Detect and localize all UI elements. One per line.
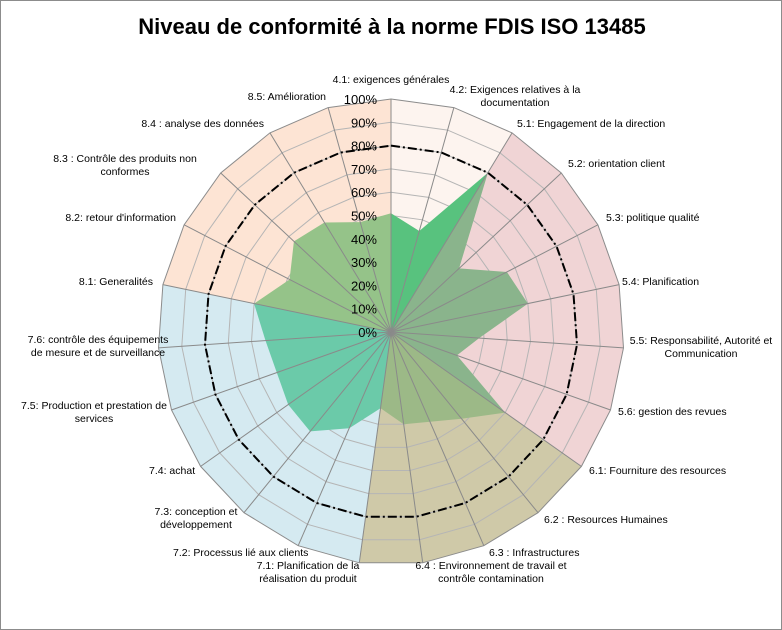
spoke [269, 132, 392, 333]
category-label-line: conformes [100, 166, 149, 178]
category-label-line: 6.3 : Infrastructures [489, 547, 579, 559]
category-label-line: 7.6: contrôle des équipements [28, 334, 169, 346]
category-label: 6.2 : Resources Humaines [544, 514, 668, 526]
category-label-line: de mesure et de surveillance [31, 347, 165, 359]
spoke [390, 331, 624, 349]
axis-tick-label: 30% [351, 255, 377, 270]
spoke [183, 224, 392, 333]
spoke [390, 331, 582, 467]
category-label-line: 5.6: gestion des revues [618, 406, 727, 418]
category-label-line: 5.3: politique qualité [606, 212, 700, 224]
category-label-line: 6.1: Fourniture des resources [589, 465, 726, 477]
spoke [297, 331, 392, 546]
category-label: 8.4 : analyse des données [141, 118, 264, 130]
spoke [390, 331, 539, 514]
category-label: 5.4: Planification [622, 276, 699, 288]
category-label: 5.6: gestion des revues [618, 406, 727, 418]
spoke [200, 331, 392, 467]
category-label-line: services [75, 413, 114, 425]
category-label-line: 8.4 : analyse des données [141, 118, 264, 130]
axis-tick-label: 20% [351, 278, 377, 293]
category-label-line: 7.2: Processus lié aux clients [173, 547, 308, 559]
axis-tick-label: 10% [351, 302, 377, 317]
series-area-chapter-7 [254, 303, 391, 432]
category-label-line: Communication [665, 348, 738, 360]
spoke [358, 331, 392, 563]
spoke [220, 172, 392, 333]
category-label: 7.4: achat [149, 465, 195, 477]
category-label-line: réalisation du produit [259, 573, 357, 585]
spoke [327, 107, 392, 333]
grid-ring [181, 121, 601, 541]
category-label-line: développement [160, 519, 232, 531]
category-label-line: documentation [481, 97, 550, 109]
category-label-line: 8.5: Amélioration [248, 91, 326, 103]
spoke [171, 331, 392, 411]
axis-tick-label: 0% [358, 325, 377, 340]
spoke [390, 331, 424, 563]
grid-ring [227, 168, 555, 495]
series-area-chapter-5 [391, 172, 528, 413]
category-label-line: 8.2: retour d'information [65, 212, 176, 224]
category-label-line: 7.1: Planification de la [257, 560, 360, 572]
category-label-line: contrôle contamination [438, 573, 544, 585]
target-line [203, 144, 579, 518]
category-label: 6.1: Fourniture des resources [589, 465, 726, 477]
category-label-line: 5.4: Planification [622, 276, 699, 288]
category-label-line: 5.5: Responsabilité, Autorité et [630, 335, 773, 347]
category-label-line: 8.3 : Contrôle des produits non [53, 153, 197, 165]
category-label-line: 8.1: Generalités [79, 276, 153, 288]
spoke [390, 132, 513, 333]
spoke [390, 284, 620, 333]
axis-tick-label: 70% [351, 162, 377, 177]
category-label-line: 5.1: Engagement de la direction [517, 118, 665, 130]
spoke [390, 107, 455, 333]
category-label: 6.3 : Infrastructures [489, 547, 579, 559]
category-label: 7.2: Processus lié aux clients [173, 547, 308, 559]
axis-tick-label: 90% [351, 115, 377, 130]
category-label-line: 7.4: achat [149, 465, 195, 477]
category-label: 4.1: exigences générales [333, 74, 450, 86]
category-label: 5.1: Engagement de la direction [517, 118, 665, 130]
axis-tick-label: 40% [351, 232, 377, 247]
category-label: 5.2: orientation client [568, 158, 665, 170]
series-area-chapter-6 [380, 332, 506, 425]
category-label-line: 5.2: orientation client [568, 158, 665, 170]
axis-tick-label: 50% [351, 209, 377, 224]
chart-title: Niveau de conformité à la norme FDIS ISO… [138, 14, 645, 39]
axis-tick-label: 100% [344, 92, 378, 107]
category-label-line: 6.2 : Resources Humaines [544, 514, 668, 526]
category-label-line: 7.3: conception et [155, 506, 238, 518]
series-area-chapter-8 [254, 213, 391, 332]
category-label-line: 4.1: exigences générales [333, 74, 450, 86]
category-label-line: 7.5: Production et prestation de [21, 400, 167, 412]
spoke [243, 331, 392, 514]
category-label: 5.3: politique qualité [606, 212, 700, 224]
category-label: 8.2: retour d'information [65, 212, 176, 224]
spoke [162, 284, 392, 333]
category-label: 8.5: Amélioration [248, 91, 326, 103]
spoke [390, 331, 611, 411]
spoke [390, 172, 562, 333]
grid-ring [250, 191, 532, 471]
category-label-line: 4.2: Exigences relatives à la [450, 84, 581, 96]
spoke [390, 331, 485, 546]
spoke [390, 224, 599, 333]
axis-tick-label: 80% [351, 139, 377, 154]
category-label-line: 6.4 : Environnement de travail et [415, 560, 566, 572]
axis-tick-label: 60% [351, 185, 377, 200]
category-label: 8.1: Generalités [79, 276, 153, 288]
spoke [158, 331, 392, 349]
grid-ring [157, 98, 625, 564]
